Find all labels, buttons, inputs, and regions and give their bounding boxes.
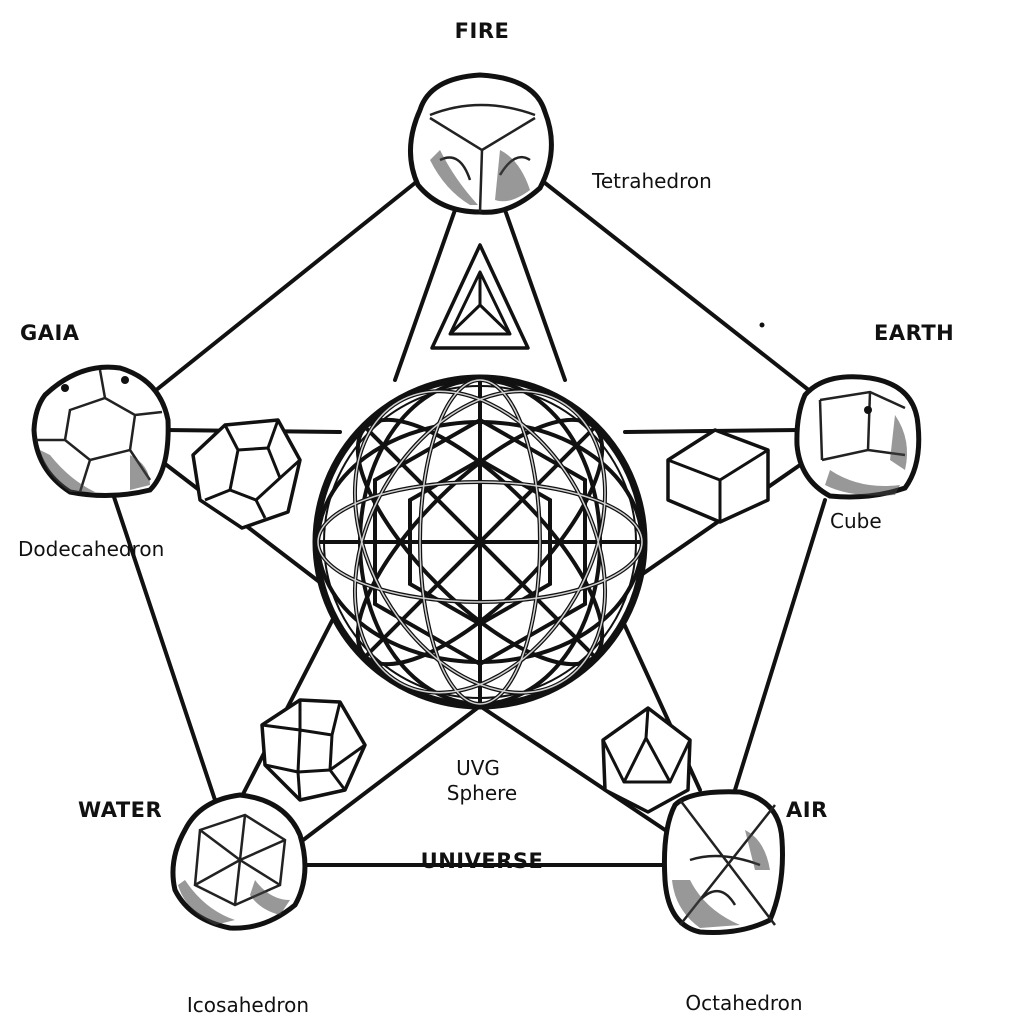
- label-icosahedron: Icosahedron: [187, 993, 309, 1017]
- label-dodecahedron: Dodecahedron: [18, 537, 164, 561]
- stray-dot: [759, 322, 765, 328]
- fire-stone: [407, 72, 554, 215]
- label-water: WATER: [78, 798, 162, 822]
- uvg-sphere: [312, 374, 648, 710]
- earth-stone: [794, 374, 922, 500]
- water-stone: [170, 792, 308, 931]
- dodecahedron-drawing: [191, 418, 302, 530]
- label-center-line1: UVG: [456, 756, 500, 780]
- label-cube: Cube: [830, 509, 882, 533]
- label-fire: FIRE: [455, 19, 510, 43]
- line-water-center: [288, 704, 482, 852]
- gaia-stone: [31, 364, 171, 499]
- pentagon-edges: [108, 181, 827, 867]
- label-tetrahedron: Tetrahedron: [591, 169, 712, 193]
- line-air-center: [478, 704, 682, 842]
- edge-fire-earth: [543, 181, 817, 397]
- label-air: AIR: [786, 798, 828, 822]
- line-fire-sphere-right: [503, 208, 567, 382]
- edge-fire-gaia: [148, 181, 417, 397]
- label-octahedron: Octahedron: [685, 991, 802, 1015]
- label-center-line2: Sphere: [447, 781, 517, 805]
- cube-drawing: [666, 428, 770, 524]
- edge-gaia-water: [108, 483, 217, 802]
- icosahedron-drawing: [260, 698, 367, 802]
- label-center-line3: UNIVERSE: [421, 849, 544, 873]
- line-fire-sphere-left: [393, 208, 457, 382]
- air-stone: [661, 789, 785, 935]
- tetrahedron-drawing: [430, 243, 530, 350]
- edge-earth-air: [733, 498, 827, 792]
- label-gaia: GAIA: [20, 321, 80, 345]
- label-earth: EARTH: [874, 321, 954, 345]
- octahedron-drawing: [601, 706, 692, 814]
